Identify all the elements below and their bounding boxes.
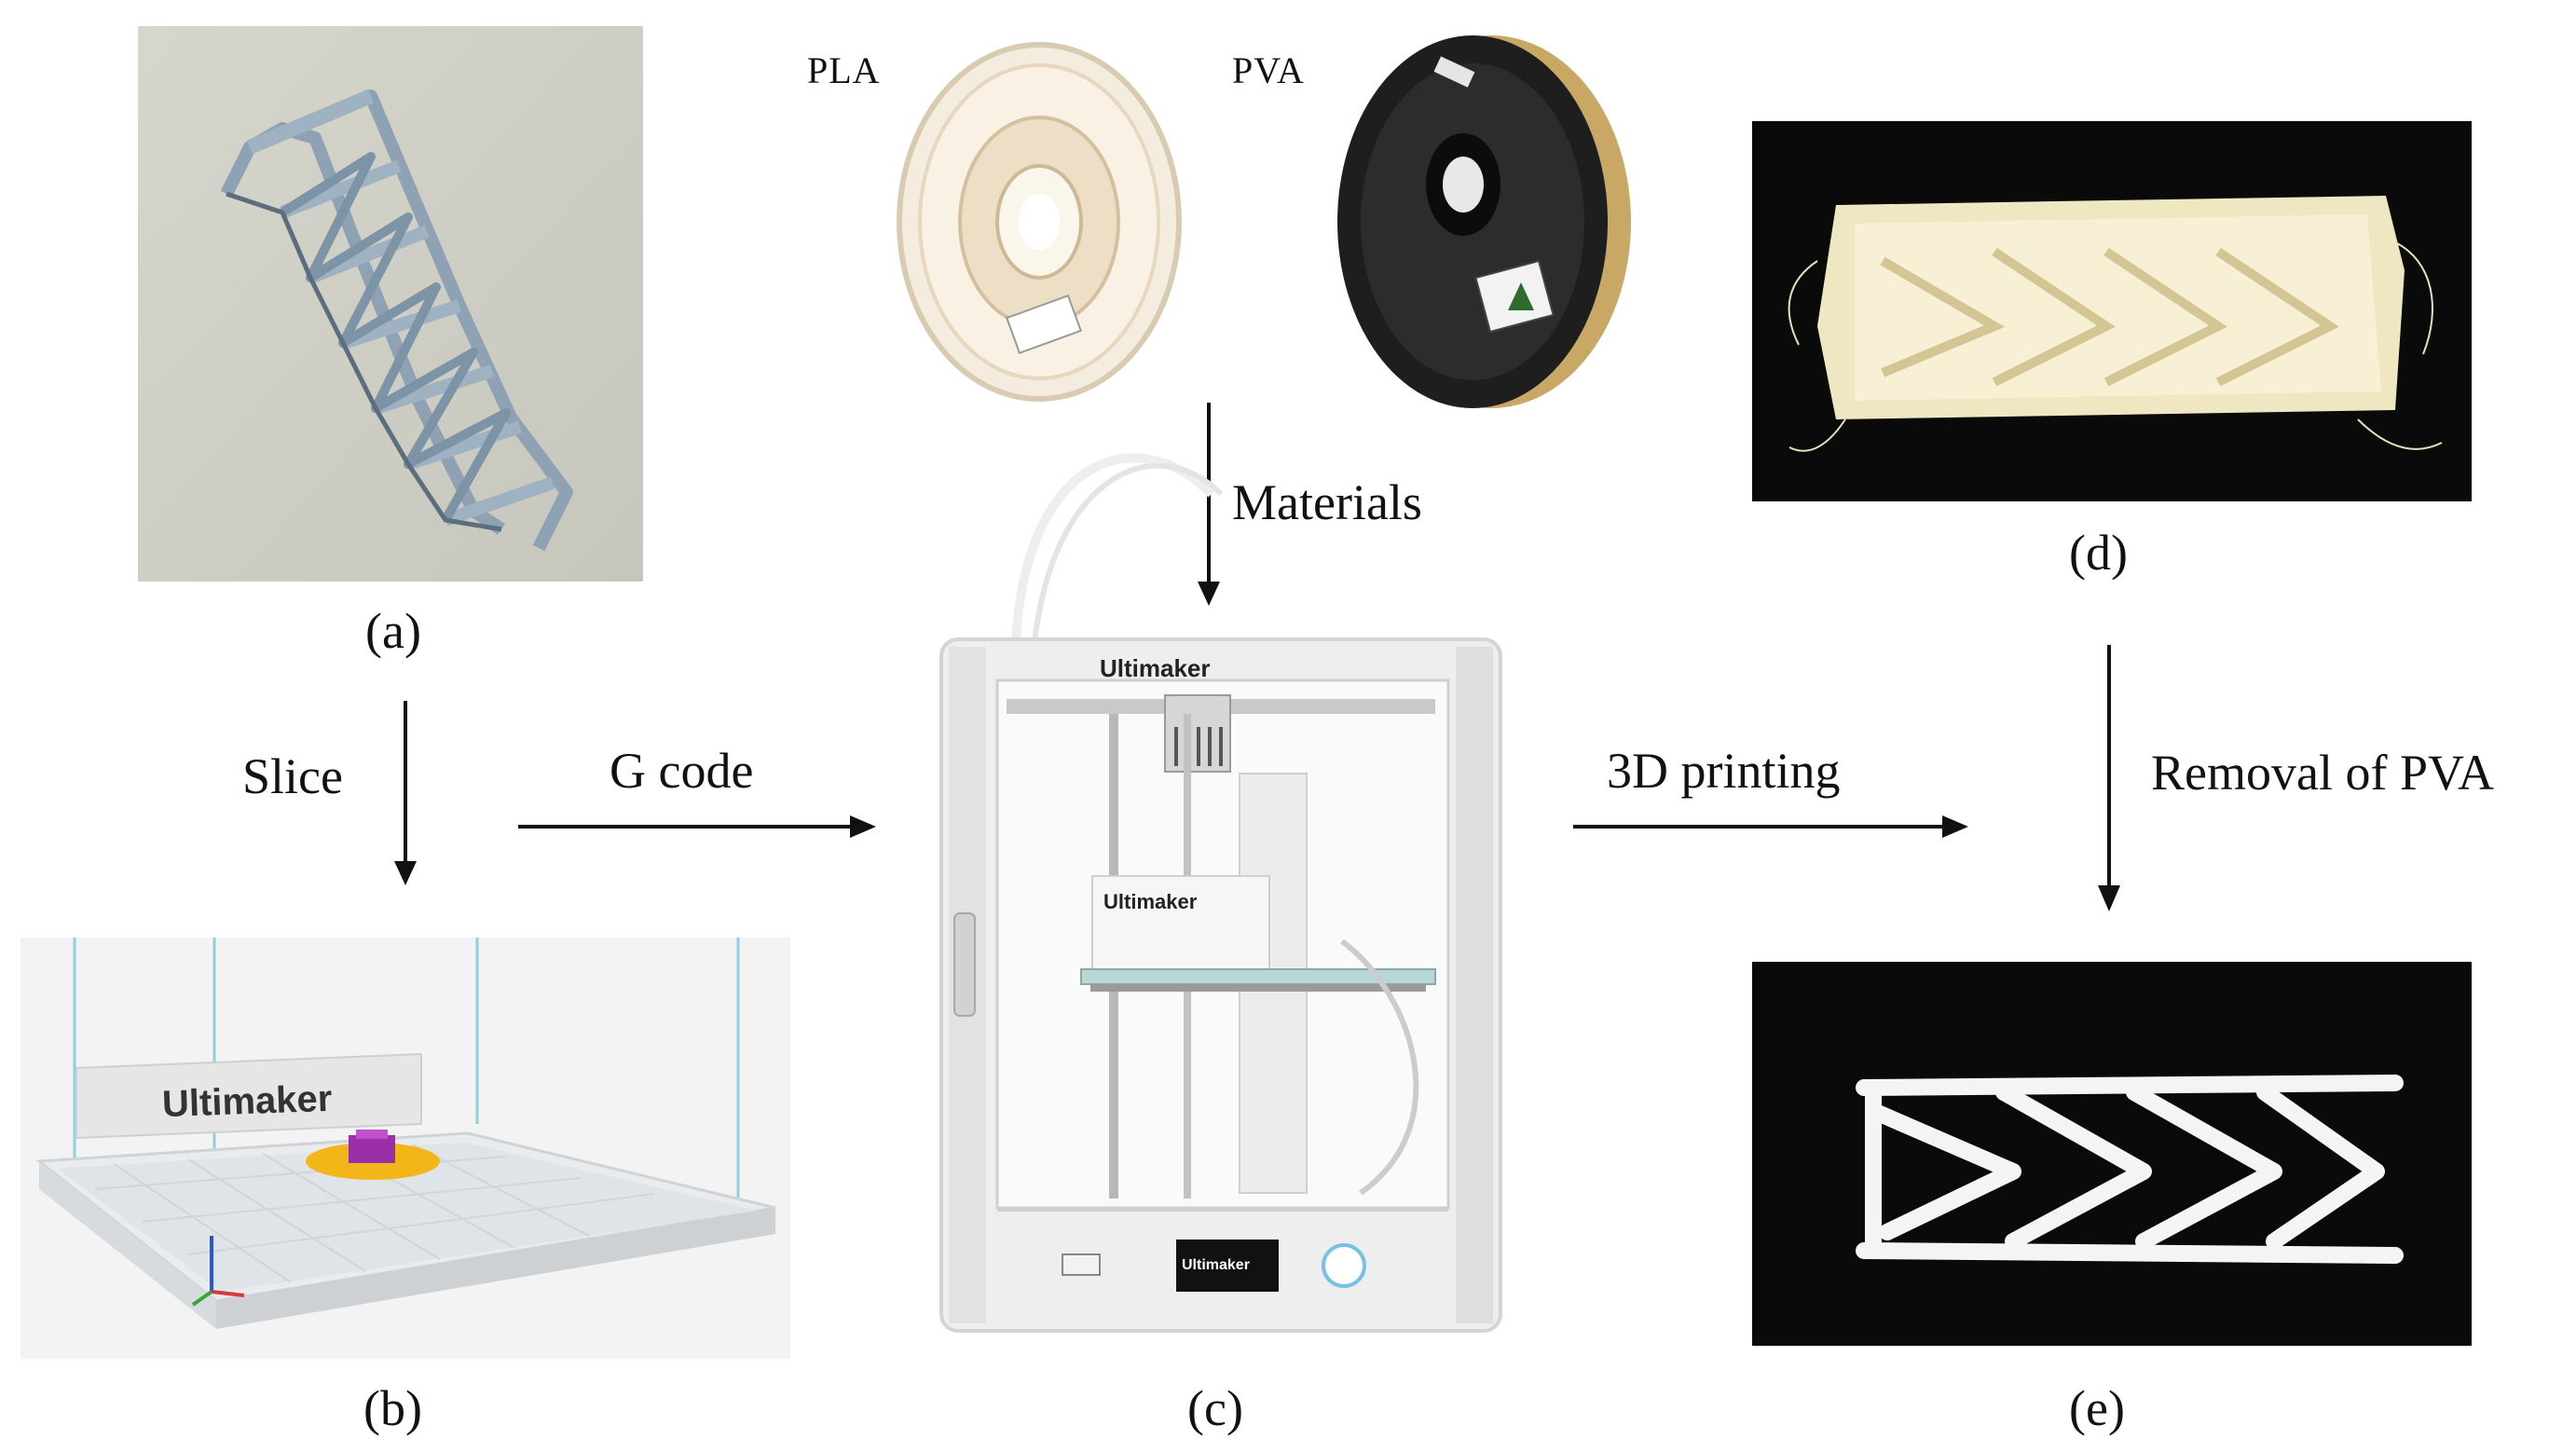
materials-label: Materials [1232,474,1422,530]
printing-label: 3D printing [1607,743,1841,799]
slicer-logo: Ultimaker [161,1077,334,1126]
gcode-label: G code [610,743,754,799]
panel-b-slicer [21,938,790,1359]
printing-arrow [1573,813,1972,841]
caption-a: (a) [365,603,421,659]
caption-c: (c) [1187,1380,1243,1436]
slice-label: Slice [242,748,343,804]
pla-label: PLA [807,49,881,91]
removal-arrow [2095,645,2123,913]
caption-e: (e) [2069,1380,2125,1436]
pva-spool-icon [1337,35,1631,408]
printed-stent-pva-image [1752,121,2472,501]
removal-label: Removal of PVA [2151,745,2495,801]
slice-arrow [391,701,419,887]
caption-d: (d) [2069,525,2128,581]
printer-panel-logo: Ultimaker [1182,1257,1250,1273]
panel-e-final-stent [1752,962,2472,1346]
panel-materials-spools [820,26,1696,427]
panel-c-printer [932,419,1510,1340]
pva-label: PVA [1232,49,1305,91]
panel-d-printed-with-pva [1752,121,2472,501]
pla-spool-icon [897,42,1182,402]
printer-logo: Ultimaker [1100,654,1211,682]
slicer-build-plate-image [21,938,790,1359]
printer-box-logo: Ultimaker [1103,890,1198,913]
filament-spools-image [897,35,1631,408]
cad-stent-image [138,26,643,582]
gcode-arrow [518,813,878,841]
panel-a-cad-model [138,26,643,582]
caption-b: (b) [363,1380,422,1436]
final-stent-image [1752,962,2472,1346]
printer-image [939,453,1502,1333]
